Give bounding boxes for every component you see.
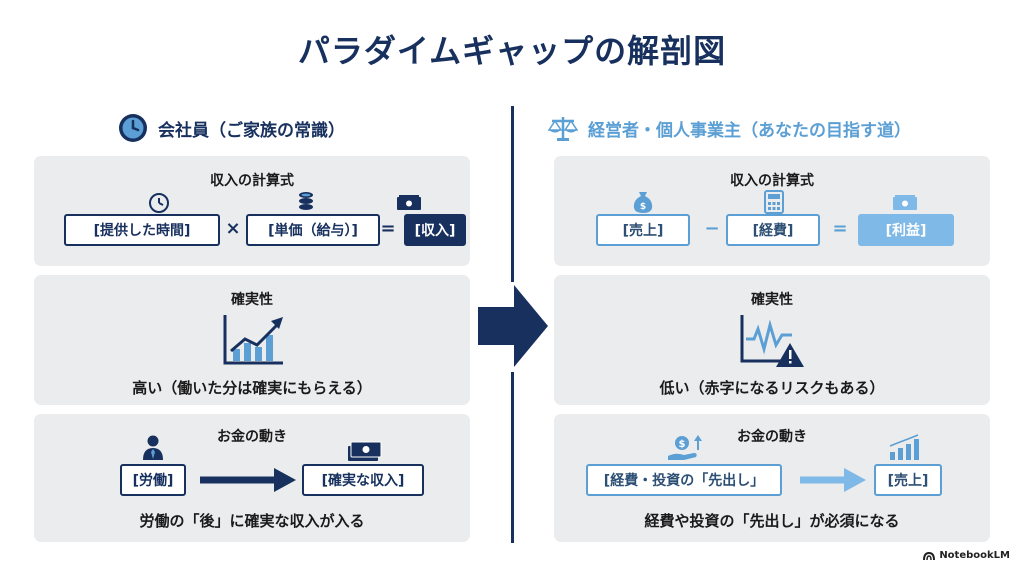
profit-result-box: [利益] [858,214,954,246]
svg-text:$: $ [640,202,646,212]
brand-watermark: NotebookLM [923,550,1010,561]
equals-operator: = [832,218,848,239]
right-heading-text: 経営者・個人事業主（あなたの目指す道） [588,120,911,141]
panel-title: 収入の計算式 [730,173,814,189]
notebooklm-logo-icon [923,551,936,560]
growth-bars-icon [889,434,919,460]
right-income-panel: 収入の計算式 $ [売上] − [経費] = [利益] [554,156,990,266]
center-divider-top [511,106,514,282]
panel-title: 確実性 [231,292,273,308]
left-column-heading: 会社員（ご家族の常識） [118,112,345,144]
unit-price-box: [単価（給与）] [246,214,380,246]
right-certainty-panel: 確実性 低い（赤字になるリスクもある） [554,275,990,405]
calculator-icon [764,190,784,214]
sales-result-box: [売上] [874,464,942,496]
right-money-panel: お金の動き $ [経費・投資の「先出し」 [売上] 経費や投資の「先出し」が必須… [554,414,990,542]
panel-title: 確実性 [751,292,793,308]
money-bag-icon: $ [633,192,653,213]
panel-title: お金の動き [737,429,807,445]
clock-icon [119,114,147,142]
arrow-right-icon [800,468,866,492]
money-icon [348,441,382,461]
equals-operator: = [380,218,396,239]
rising-chart-icon [223,315,283,365]
left-money-panel: お金の動き [労働] [確実な収入] 労働の「後」に確実な収入が入る [34,414,470,542]
certain-income-box: [確実な収入] [302,464,424,496]
brand-text: NotebookLM [939,550,1010,561]
center-divider-bottom [511,372,514,543]
left-income-panel: 収入の計算式 [提供した時間] × [単価（給与）] = [収入] [34,156,470,266]
money-caption: 労働の「後」に確実な収入が入る [139,512,365,530]
right-arrow-icon [478,285,548,367]
expense-box: [経費] [726,214,820,246]
left-heading-text: 会社員（ご家族の常識） [158,120,345,141]
money-icon [893,195,917,210]
left-certainty-panel: 確実性 高い（働いた分は確実にもらえる） [34,275,470,405]
labor-box: [労働] [120,464,186,496]
arrow-right-icon [200,468,296,492]
minus-operator: − [704,218,720,239]
clock-icon [149,193,169,213]
right-column-heading: 経営者・個人事業主（あなたの目指す道） [548,112,911,144]
income-result-box: [収入] [404,214,466,246]
hand-coin-icon: $ [668,435,702,460]
money-caption: 経費や投資の「先出し」が必須になる [644,512,900,530]
coins-icon [299,192,313,210]
page-title: パラダイムギャップの解剖図 [297,32,727,70]
certainty-caption: 低い（赤字になるリスクもある） [659,379,885,397]
svg-text:$: $ [679,439,686,450]
panel-title: お金の動き [217,429,287,445]
panel-title: 収入の計算式 [210,173,294,189]
worker-icon [143,435,163,460]
volatile-chart-warning-icon [740,315,804,367]
multiply-operator: × [225,218,241,239]
scales-icon [548,117,578,141]
expense-investment-box: [経費・投資の「先出し」 [586,464,782,496]
time-box: [提供した時間] [64,214,220,246]
money-icon [397,195,421,210]
sales-box: [売上] [596,214,690,246]
certainty-caption: 高い（働いた分は確実にもらえる） [132,379,372,397]
